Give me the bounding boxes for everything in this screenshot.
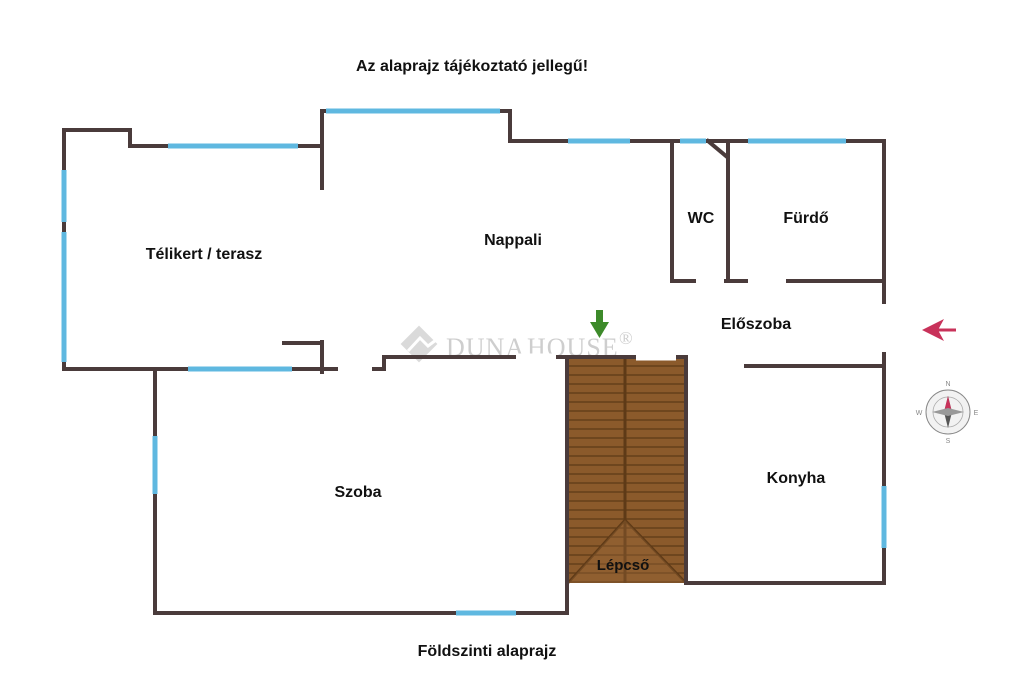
compass-e: E — [974, 410, 979, 417]
compass-n: N — [945, 381, 950, 388]
walls — [62, 109, 886, 615]
room-label-wc: WC — [688, 210, 715, 227]
room-label-telikert: Télikert / terasz — [146, 246, 263, 263]
room-label-nappali: Nappali — [484, 232, 542, 249]
watermark-registered: ® — [619, 328, 634, 348]
footer-title: Földszinti alaprajz — [418, 643, 557, 660]
door-openings — [318, 190, 888, 373]
watermark-logo-icon — [400, 325, 438, 363]
stairs: Lépcső — [567, 357, 687, 584]
stair-arrow-icon — [590, 310, 609, 338]
compass-w: W — [916, 410, 923, 417]
windows — [61, 108, 887, 616]
room-label-konyha: Konyha — [767, 470, 826, 487]
compass-s: S — [946, 438, 951, 445]
room-label-szoba: Szoba — [334, 484, 381, 501]
room-label-lepcso: Lépcső — [597, 557, 650, 574]
entrance-arrow-icon — [922, 319, 956, 341]
room-label-furdo: Fürdő — [783, 210, 829, 227]
room-label-eloszoba: Előszoba — [721, 316, 791, 333]
compass-icon: N E S W — [916, 381, 979, 445]
notice-title: Az alaprajz tájékoztató jellegű! — [356, 58, 588, 75]
